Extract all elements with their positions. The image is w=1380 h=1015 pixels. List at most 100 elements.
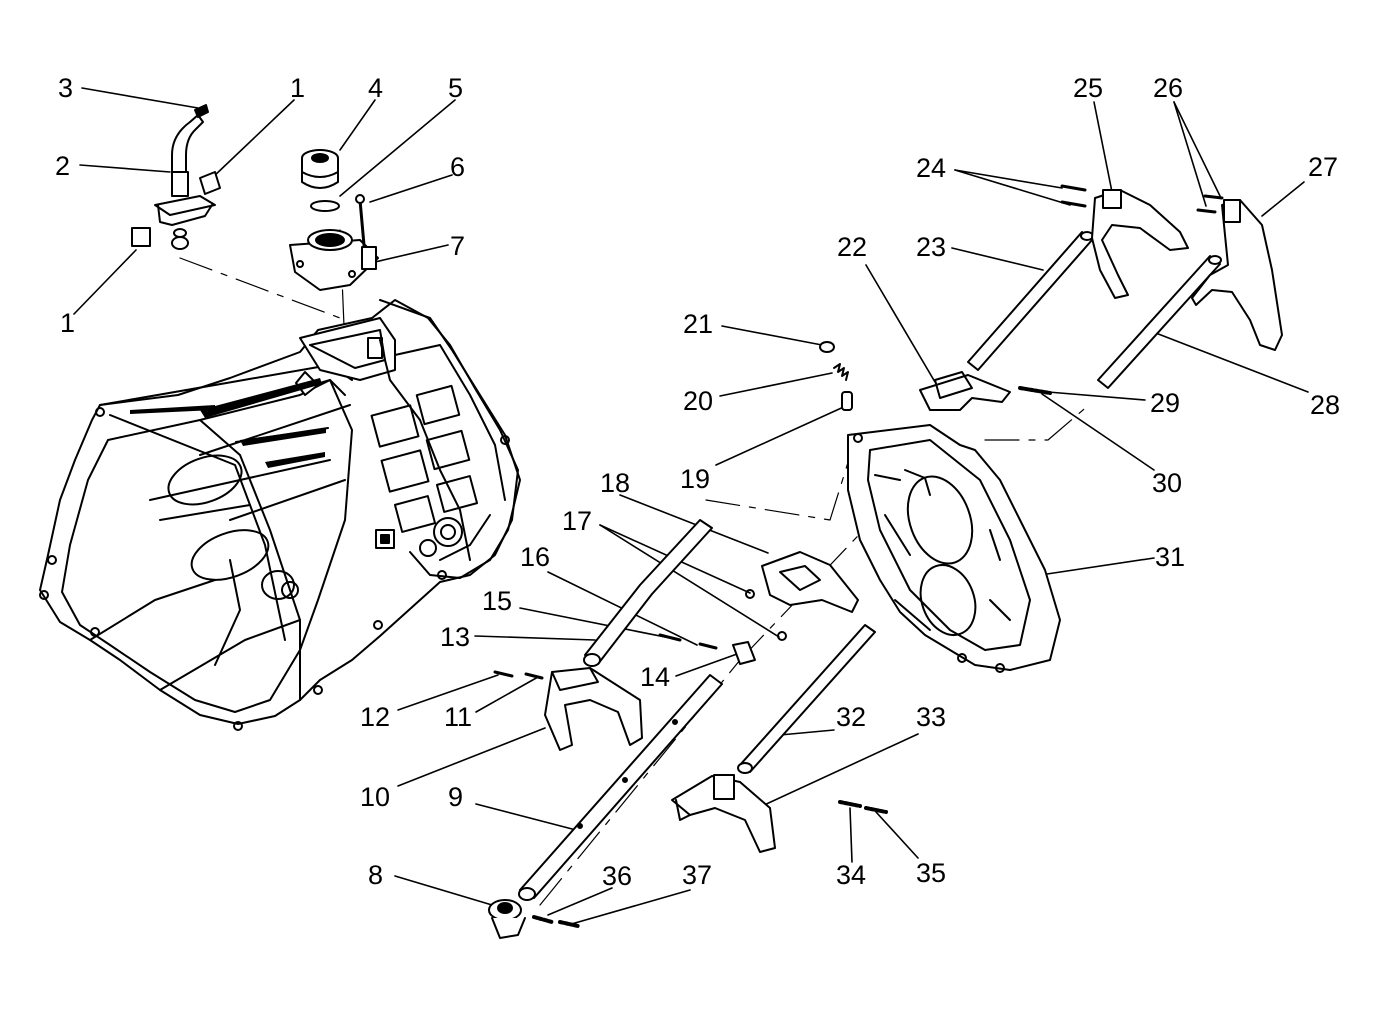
callout-23: 23	[916, 232, 946, 262]
leader-7	[374, 244, 449, 263]
leader-14	[675, 653, 738, 677]
shift-fork-14	[732, 641, 756, 665]
callout-22: 22	[837, 232, 867, 262]
callout-24: 24	[916, 153, 946, 183]
shift-rail-28	[1097, 255, 1222, 389]
callout-25: 25	[1073, 73, 1103, 103]
pin-15	[658, 633, 682, 642]
leader-5	[339, 99, 456, 197]
callout-21: 21	[683, 309, 713, 339]
callout-12: 12	[360, 702, 390, 732]
spring-20	[833, 363, 849, 381]
leader-30	[1041, 393, 1155, 471]
leader-28	[1147, 329, 1309, 393]
leader-34	[849, 807, 853, 863]
callout-28: 28	[1310, 390, 1340, 420]
leader-26b	[1173, 101, 1221, 197]
rear-case-31	[847, 424, 1061, 673]
callout-13: 13	[440, 622, 470, 652]
shift-fork-33	[671, 774, 776, 853]
leader-25	[1093, 101, 1113, 193]
callout-19: 19	[680, 464, 710, 494]
leader-1-bottom	[73, 249, 137, 315]
shift-fork-10	[544, 667, 643, 751]
callout-36: 36	[602, 861, 632, 891]
transmission-case	[39, 299, 521, 731]
callout-29: 29	[1150, 388, 1180, 418]
callout-17: 17	[562, 506, 592, 536]
callout-4: 4	[368, 73, 383, 103]
pin-26b	[1203, 194, 1224, 200]
callout-1-top: 1	[290, 73, 305, 103]
callout-30: 30	[1152, 468, 1182, 498]
pin-16	[698, 642, 718, 650]
leader-4	[339, 99, 376, 151]
case-ribs	[130, 378, 326, 468]
detent-plate-18	[745, 551, 859, 641]
plunger-19	[841, 391, 853, 411]
callout-31: 31	[1155, 542, 1185, 572]
leader-21	[721, 325, 823, 346]
pin-37	[558, 920, 580, 928]
shifter-assembly	[131, 104, 221, 250]
leader-26a	[1173, 101, 1207, 207]
pin-34	[838, 800, 862, 808]
leader-32	[779, 729, 835, 736]
leader-17b	[599, 524, 780, 638]
callout-7: 7	[450, 231, 465, 261]
callout-14: 14	[640, 662, 670, 692]
shift-rail-32	[737, 624, 876, 774]
callout-2: 2	[55, 151, 70, 181]
leader-3	[81, 87, 199, 109]
leader-18	[619, 494, 769, 554]
shift-rail-23	[967, 231, 1094, 371]
callout-9: 9	[448, 782, 463, 812]
shift-lug-22	[919, 371, 1011, 411]
callout-11: 11	[444, 702, 472, 732]
leader-20	[719, 372, 833, 397]
callout-20: 20	[683, 386, 713, 416]
callout-18: 18	[600, 468, 630, 498]
leader-1-top	[211, 99, 295, 179]
shift-cover-assembly	[289, 149, 379, 291]
pin-11	[524, 672, 544, 680]
leader-22	[865, 264, 936, 383]
callout-labels: 3 1 2 1 4 5 6 7 8 9 10 11 12 13 14 15 16…	[55, 73, 1340, 891]
leader-10	[397, 727, 546, 787]
leader-24a	[954, 169, 1063, 189]
callout-3: 3	[58, 73, 73, 103]
callout-34: 34	[836, 860, 866, 890]
pin-26a	[1196, 208, 1217, 214]
callout-16: 16	[520, 542, 550, 572]
leader-23	[951, 247, 1044, 271]
leader-24b	[954, 169, 1071, 206]
pin-29	[1018, 386, 1052, 395]
callout-35: 35	[916, 858, 946, 888]
leader-11	[475, 676, 539, 713]
fork-clamp-8	[488, 899, 526, 939]
leader-2	[79, 164, 171, 173]
leader-19	[715, 404, 849, 466]
leader-31	[1046, 557, 1155, 575]
leader-13	[474, 635, 596, 641]
callout-6: 6	[450, 152, 465, 182]
assembly-line-detent	[705, 439, 856, 521]
shift-fork-25	[1091, 189, 1189, 299]
pin-36	[532, 915, 554, 924]
shift-fork-27	[1191, 199, 1283, 351]
assembly-line-shifter	[179, 257, 341, 319]
leader-12	[397, 674, 499, 711]
leader-33	[761, 733, 919, 807]
leader-8	[394, 875, 493, 906]
leader-29	[1047, 391, 1146, 401]
callout-1-bottom: 1	[60, 308, 75, 338]
pin-24b	[1060, 200, 1087, 208]
callout-15: 15	[482, 586, 512, 616]
leader-15	[519, 607, 666, 638]
leader-37	[567, 889, 691, 926]
callout-37: 37	[682, 860, 712, 890]
callout-8: 8	[368, 860, 383, 890]
leader-9	[475, 803, 577, 831]
assembly-line-rail-rear	[984, 403, 1091, 441]
